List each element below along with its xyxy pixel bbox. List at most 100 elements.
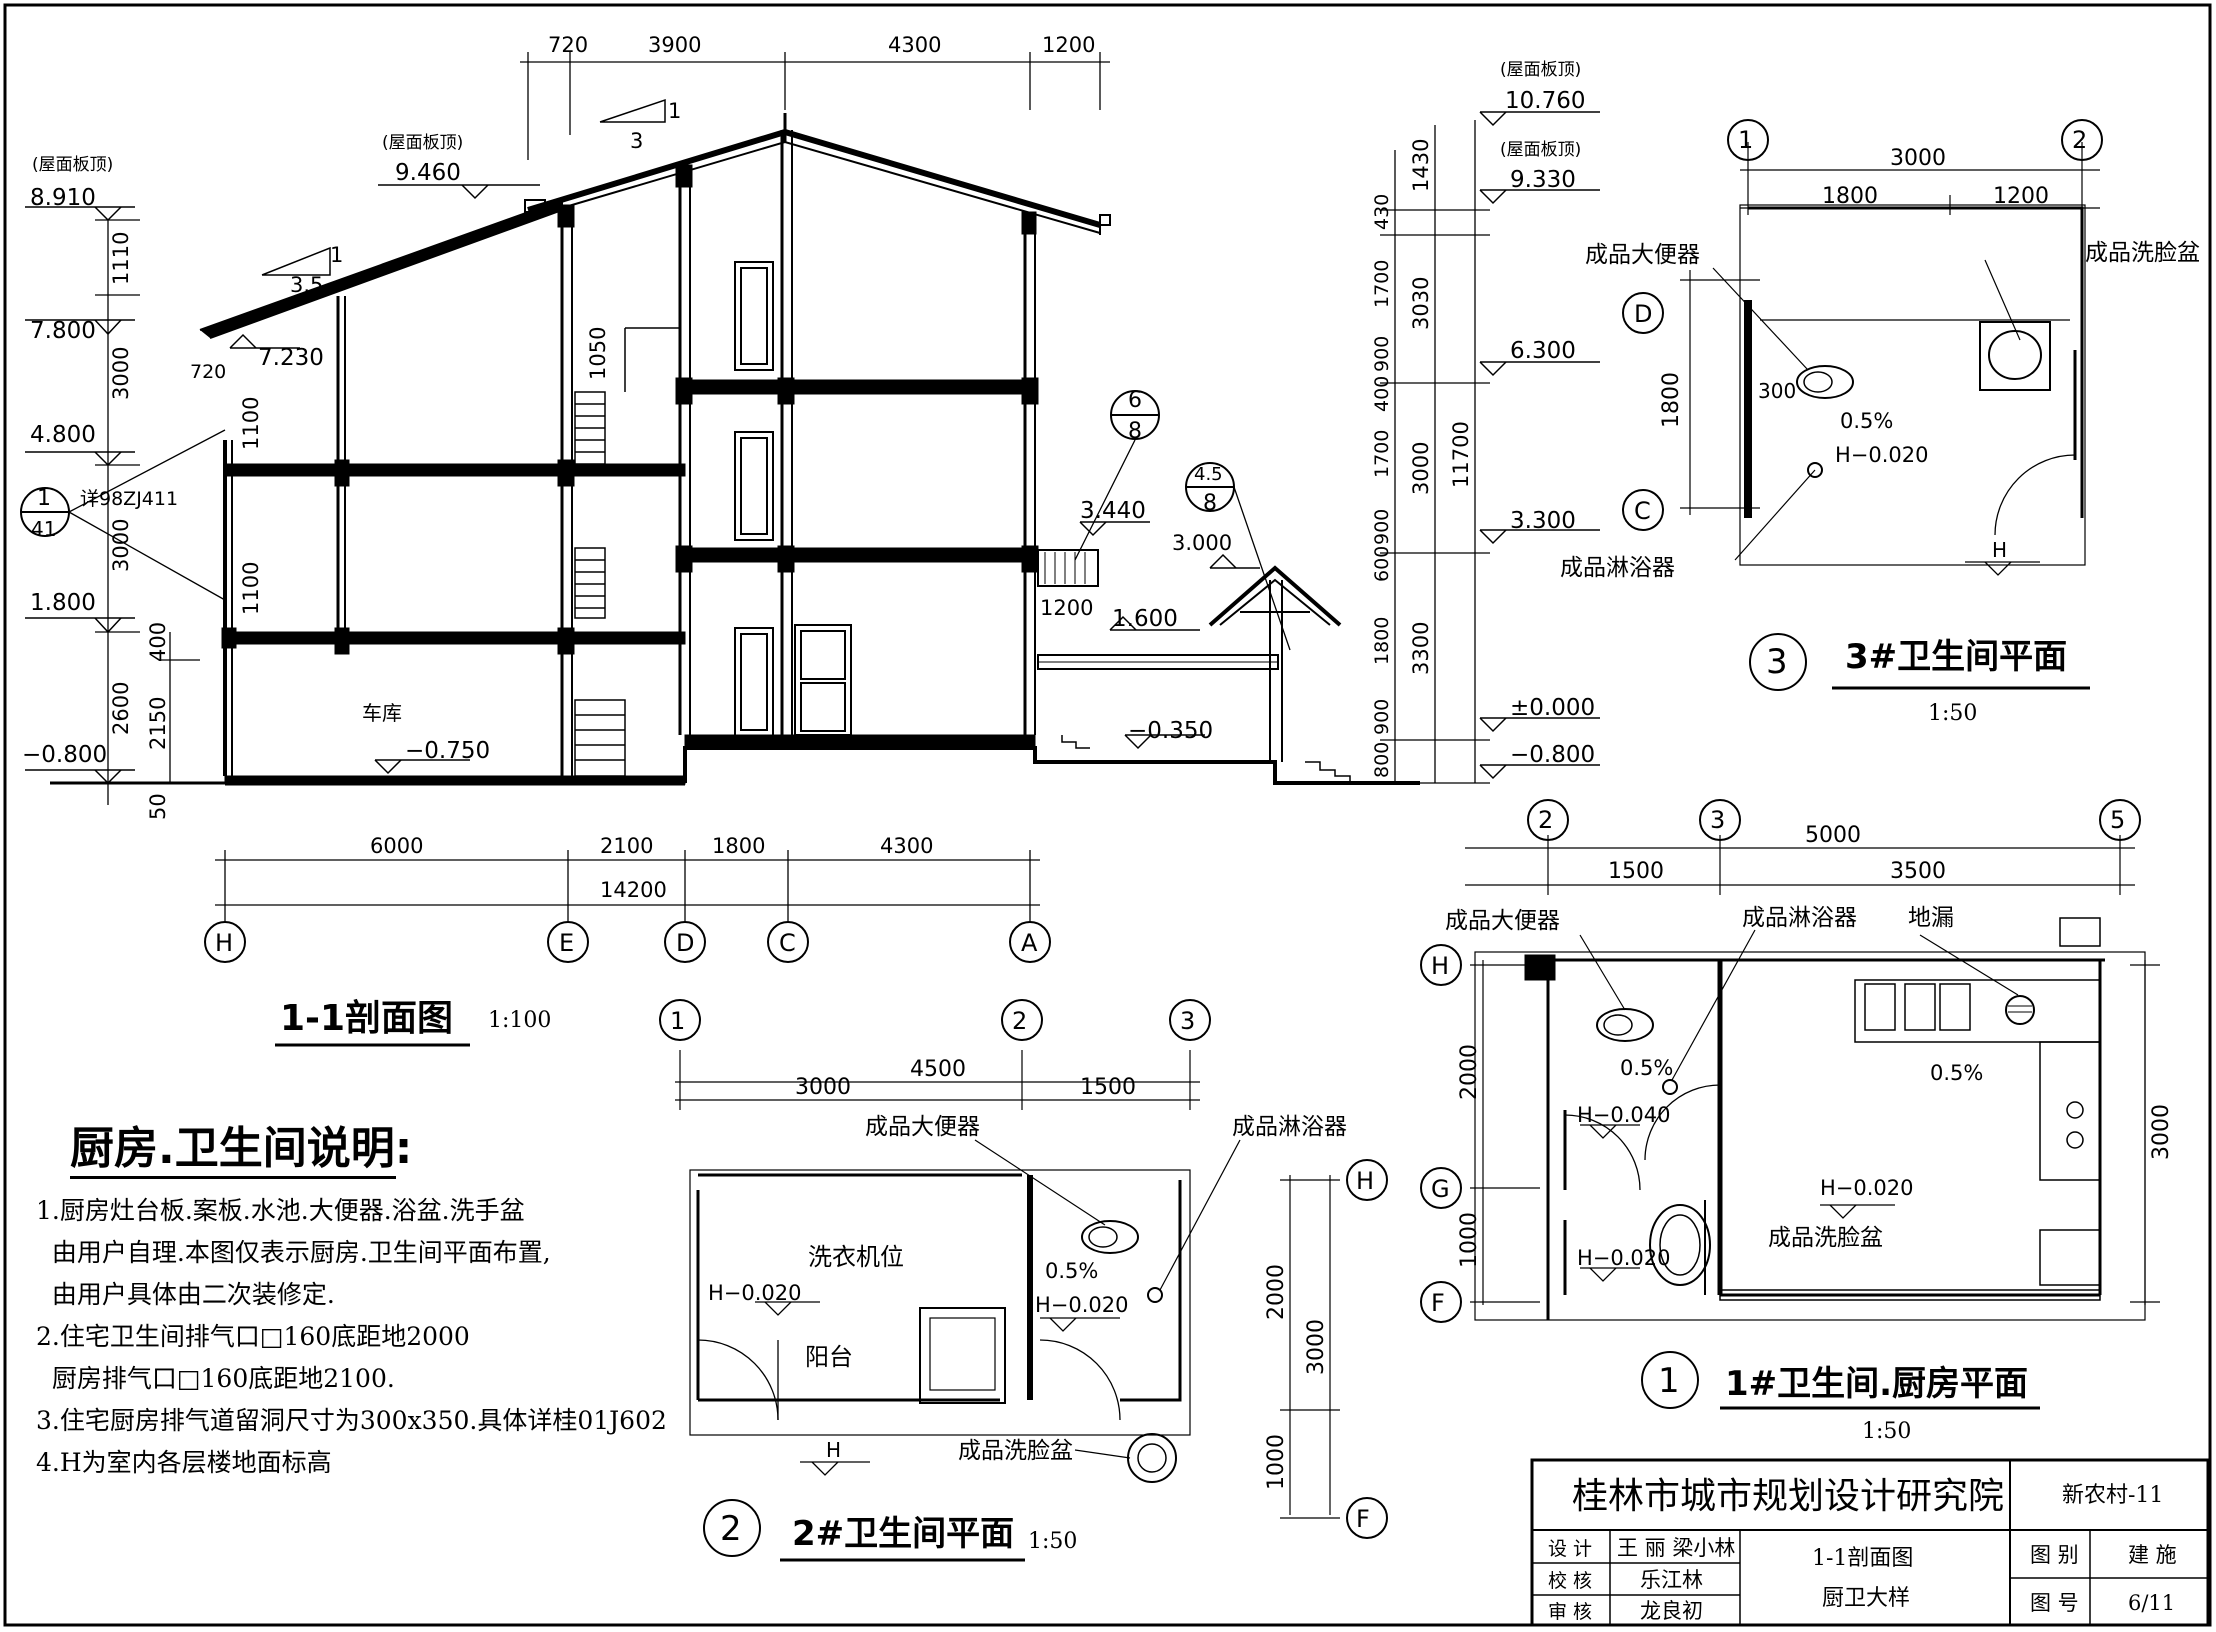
terrace-dim: 1200 xyxy=(1040,596,1093,620)
b1-num: 1 xyxy=(1658,1361,1680,1401)
b3-toilet-label: 成品大便器 xyxy=(1585,242,1700,268)
b2-floor-a: H−0.020 xyxy=(708,1281,802,1305)
elev-right-3: 3.300 xyxy=(1510,508,1576,534)
b2-level-mark: H xyxy=(826,1438,841,1462)
inner-dim-1100a: 1100 xyxy=(239,397,263,450)
b2-floor-b: H−0.020 xyxy=(1035,1293,1129,1317)
b3-floor: H−0.020 xyxy=(1835,443,1929,467)
elev-right-1: 9.330 xyxy=(1510,167,1576,193)
callout-68-sheet: 8 xyxy=(1128,419,1142,444)
garage-floor-elev: −0.750 xyxy=(405,738,490,764)
b2-right-total: 3000 xyxy=(1304,1319,1329,1375)
b1-slope-b: 0.5% xyxy=(1930,1061,1983,1085)
note-line-5: 厨房排气口□160底距地2100. xyxy=(36,1364,395,1393)
bottom-total: 14200 xyxy=(600,878,667,902)
axis-A: A xyxy=(1021,929,1038,957)
tb-num-value: 6/11 xyxy=(2128,1591,2175,1615)
b2-right-dim-1000: 1000 xyxy=(1264,1434,1289,1490)
b1-shower-label: 成品淋浴器 xyxy=(1742,905,1857,931)
b2-toilet-label: 成品大便器 xyxy=(865,1114,980,1140)
rdim-900c: 900 xyxy=(1371,699,1393,735)
title-block-text: 桂林市城市规划设计研究院 新农村-11 设 计 王 丽 梁小林 校 核 乐江林 … xyxy=(1548,1476,2177,1623)
section-title: 1-1剖面图 xyxy=(280,998,453,1039)
b1-axis-5: 5 xyxy=(2110,806,2125,834)
bath1-plan xyxy=(1420,799,2160,1410)
tb-cat-label: 图 别 xyxy=(2030,1543,2079,1567)
b3-toilet-offset: 300 xyxy=(1758,379,1796,403)
callout-458-num: 4.5 xyxy=(1194,464,1223,485)
top-dim-720: 720 xyxy=(548,33,588,57)
b3-axis-D: D xyxy=(1634,300,1652,328)
top-dim-3900: 3900 xyxy=(648,33,701,57)
balcony-elev: 3.440 xyxy=(1080,498,1146,524)
b3-shower-label: 成品淋浴器 xyxy=(1560,555,1675,581)
b2-top-dim-1500: 1500 xyxy=(1080,1075,1136,1100)
b3-axis-1: 1 xyxy=(1738,126,1753,154)
rdim-900b: 900 xyxy=(1371,509,1393,545)
left-dim-400: 400 xyxy=(146,622,170,662)
elev-left-4: −0.800 xyxy=(22,742,107,768)
tb-project: 新农村-11 xyxy=(2062,1483,2163,1508)
bottom-dim-2100: 2100 xyxy=(600,834,653,858)
left-dim-3000a: 3000 xyxy=(109,347,133,400)
rdim-1700b: 1700 xyxy=(1371,430,1393,478)
axis-E: E xyxy=(559,929,574,957)
callout-458-sheet: 8 xyxy=(1203,491,1217,516)
rdim-800: 800 xyxy=(1371,742,1393,778)
tb-name-1: 乐江林 xyxy=(1640,1568,1703,1592)
b3-top-dim-1200: 1200 xyxy=(1993,184,2049,209)
elev-right-5: −0.800 xyxy=(1510,742,1595,768)
elev-right-note-1: (屋面板顶) xyxy=(1500,140,1581,160)
note-line-7: 4.H为室内各层楼地面标高 xyxy=(36,1448,332,1477)
b2-num: 2 xyxy=(720,1509,742,1549)
b2-top-total: 4500 xyxy=(910,1057,966,1082)
upper-roof-elev: 9.460 xyxy=(395,160,461,186)
b1-slope-a: 0.5% xyxy=(1620,1056,1673,1080)
b1-top-dim-1500: 1500 xyxy=(1608,859,1664,884)
tb-role-2: 审 核 xyxy=(1548,1601,1592,1623)
b2-right-dim-2000: 2000 xyxy=(1264,1264,1289,1320)
elev-right-2: 6.300 xyxy=(1510,338,1576,364)
detail-ref-num: 1 xyxy=(37,486,51,511)
b3-num: 3 xyxy=(1766,642,1788,682)
title-block xyxy=(1530,1458,2210,1627)
b1-floor-b: H−0.020 xyxy=(1577,1246,1671,1270)
note-line-6: 3.住宅厨房排气道留洞尺寸为300x350.具体详桂01J602 xyxy=(36,1406,667,1435)
b2-basin-label: 成品洗脸盆 xyxy=(958,1438,1073,1464)
section-labels: 720 3900 4300 1200 1 3 1 3.5 (屋面板顶) 8.91… xyxy=(22,33,1595,1039)
axis-D: D xyxy=(676,929,694,957)
b1-axis-H: H xyxy=(1431,952,1449,980)
b3-top-dim-1800: 1800 xyxy=(1822,184,1878,209)
tb-role-0: 设 计 xyxy=(1548,1538,1592,1560)
inner-dim-720: 720 xyxy=(190,361,226,383)
stair-dim: 1050 xyxy=(586,327,610,380)
top-dim-4300: 4300 xyxy=(888,33,941,57)
left-dim-50: 50 xyxy=(146,793,170,820)
rdim-3000: 3000 xyxy=(1409,442,1433,495)
b1-drain-label: 地漏 xyxy=(1908,905,1954,931)
rdim-600: 600 xyxy=(1371,546,1393,582)
b3-basin-label: 成品洗脸盆 xyxy=(2085,240,2200,266)
b1-floor-a: H−0.040 xyxy=(1577,1103,1671,1127)
slope-upper-run: 3 xyxy=(630,129,643,153)
b2-shower-label: 成品淋浴器 xyxy=(1232,1114,1347,1140)
note-line-3: 由用户具体由二次装修定. xyxy=(36,1280,335,1309)
tb-num-label: 图 号 xyxy=(2030,1591,2079,1615)
bath1-labels: 2 3 5 H G F 5000 1500 3500 2000 1000 300… xyxy=(1431,806,2174,1444)
elev-left-0: 8.910 xyxy=(30,185,96,211)
elev-right-4: ±0.000 xyxy=(1510,695,1595,721)
b1-floor-c: H−0.020 xyxy=(1820,1176,1914,1200)
garage-label: 车库 xyxy=(362,701,402,725)
tb-name-2: 龙良初 xyxy=(1640,1599,1703,1623)
b1-basin-label: 成品洗脸盆 xyxy=(1768,1225,1883,1251)
elev-left-1: 7.800 xyxy=(30,318,96,344)
slope-upper-rise: 1 xyxy=(668,99,681,123)
axis-H: H xyxy=(215,929,233,957)
b1-axis-G: G xyxy=(1431,1175,1450,1203)
b3-title: 3#卫生间平面 xyxy=(1845,637,2067,677)
tb-cat-value: 建 施 xyxy=(2128,1543,2177,1567)
b2-balcony-label: 阳台 xyxy=(805,1343,853,1371)
b1-right-dim: 3000 xyxy=(2149,1104,2174,1160)
tb-role-1: 校 核 xyxy=(1548,1570,1592,1592)
